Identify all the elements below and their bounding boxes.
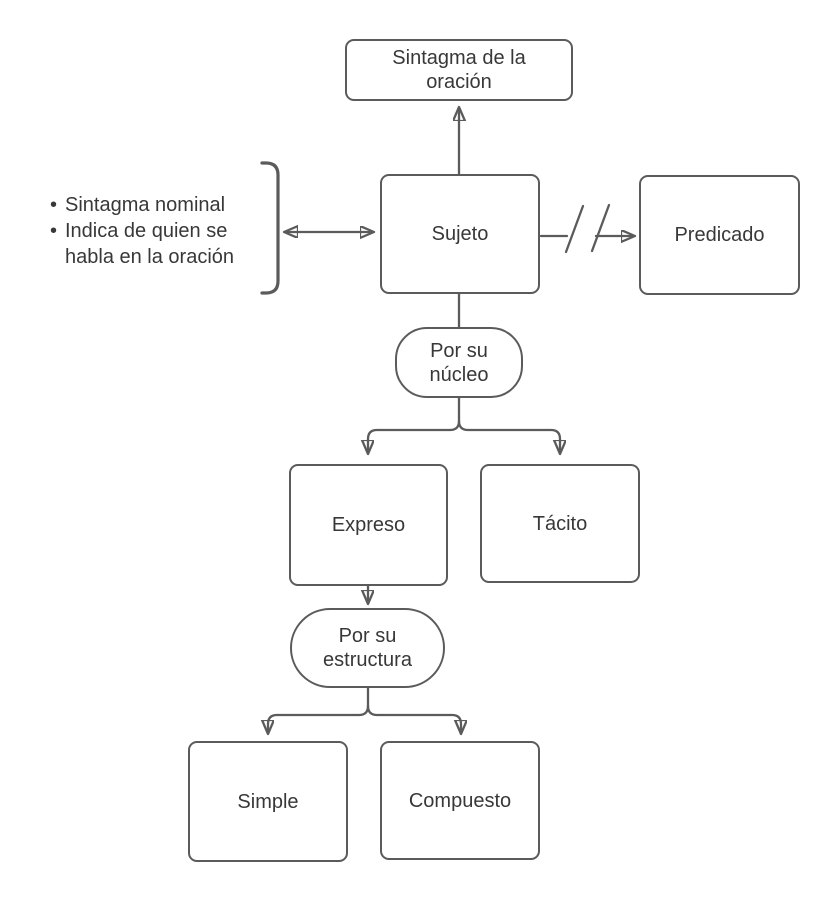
node-por-su-estructura: Por su estructura — [290, 608, 445, 688]
break-slash-1 — [564, 204, 585, 254]
connector-estructura-to-simple — [268, 686, 370, 733]
annotation-item-text: Indica de quien se habla en la oración — [65, 220, 235, 268]
node-simple: Simple — [188, 741, 348, 862]
node-sintagma-oracion: Sintagma de la oración — [345, 39, 573, 101]
bullet-icon: • — [50, 194, 58, 216]
node-label: Tácito — [532, 512, 588, 535]
node-label: Sujeto — [431, 223, 489, 245]
node-label: Simple — [237, 790, 299, 813]
node-label: Por su estructura — [323, 625, 412, 671]
node-por-su-nucleo: Por su núcleo — [395, 327, 523, 398]
node-label: Compuesto — [408, 789, 512, 812]
node-label: Predicado — [674, 224, 765, 246]
node-compuesto: Compuesto — [380, 741, 540, 860]
annotation-bracket — [260, 161, 280, 295]
node-tacito: Tácito — [480, 464, 640, 583]
annotation-item: • Indica de quien se habla en la oración — [50, 218, 276, 270]
bullet-icon: • — [50, 220, 58, 242]
node-label: Por su núcleo — [429, 339, 489, 386]
node-label: Sintagma de la oración — [392, 47, 526, 93]
annotation-item: • Sintagma nominal — [50, 192, 276, 218]
connector-estructura-to-compuesto — [366, 704, 461, 733]
sujeto-annotation-list: • Sintagma nominal • Indica de quien se … — [50, 192, 276, 270]
break-slash-2 — [590, 203, 611, 253]
node-sujeto: Sujeto — [380, 174, 540, 294]
node-predicado: Predicado — [639, 175, 800, 295]
connector-nucleo-to-expreso — [368, 396, 461, 453]
annotation-item-text: Sintagma nominal — [65, 194, 226, 216]
node-expreso: Expreso — [289, 464, 448, 586]
node-label: Expreso — [331, 514, 406, 536]
connector-nucleo-to-tacito — [457, 419, 560, 453]
